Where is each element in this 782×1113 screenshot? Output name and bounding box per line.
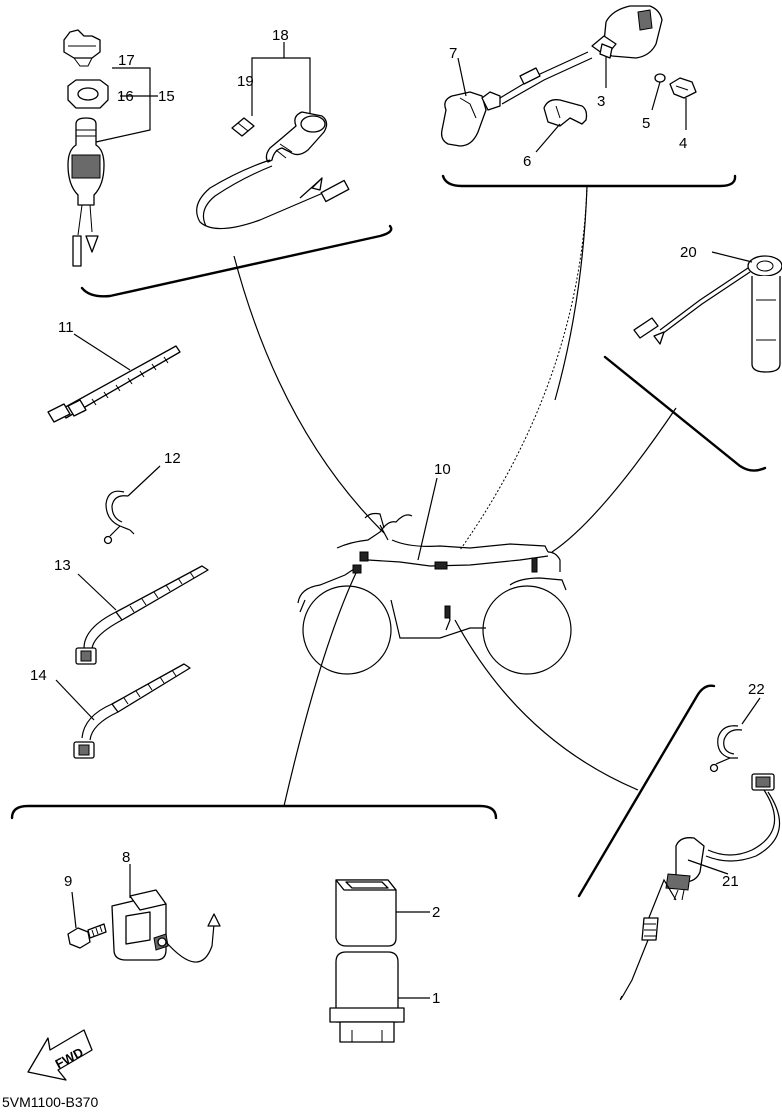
panel-bottom-left-outline [10, 804, 498, 820]
leader-top-right [459, 185, 588, 551]
leader-14 [55, 679, 95, 721]
part-5-washer [654, 73, 666, 83]
leader-right [551, 407, 677, 553]
callout-2: 2 [432, 904, 440, 921]
leader-22 [741, 697, 761, 725]
fwd-arrow-icon: FWD [27, 1029, 93, 1081]
part-2-cover [335, 879, 397, 947]
atv-rear-wheel [482, 585, 572, 675]
part-13-band [75, 565, 209, 665]
part-4-bolt [669, 77, 697, 99]
part-18-cap-lead [196, 111, 350, 230]
bracket-15 [95, 67, 158, 143]
leader-6 [535, 123, 561, 153]
leader-bottom-right [454, 619, 639, 791]
leader-13 [77, 573, 117, 611]
part-8-relay-bracket [111, 889, 221, 963]
callout-12: 12 [164, 450, 181, 467]
callout-8: 8 [122, 849, 130, 866]
callout-7: 7 [449, 45, 457, 62]
callout-18: 18 [272, 27, 289, 44]
part-20-sensor [633, 255, 782, 373]
leader-top-right-solid [554, 185, 588, 401]
leader-item10 [417, 477, 438, 561]
callout-14: 14 [30, 667, 47, 684]
panel-top-right-outline [441, 174, 737, 188]
part-19-bulb [231, 117, 255, 137]
part-11-cable-tie [47, 345, 181, 423]
part-6-clip [543, 99, 588, 127]
callout-9: 9 [64, 873, 72, 890]
callout-17: 17 [118, 52, 135, 69]
panel-right-outline [603, 355, 767, 472]
callout-4: 4 [679, 135, 687, 152]
leader-top-left [233, 255, 385, 534]
leader-5 [651, 81, 661, 111]
callout-21: 21 [722, 873, 739, 890]
callout-19: 19 [237, 73, 254, 90]
leader-bottom-left [283, 572, 357, 807]
callout-6: 6 [523, 153, 531, 170]
leader-9 [71, 891, 77, 929]
atv-vehicle-outline [297, 512, 572, 675]
callout-10: 10 [434, 461, 451, 478]
atv-front-wheel [302, 585, 392, 675]
part-21-sensor-switch [619, 773, 781, 1001]
callout-22: 22 [748, 681, 765, 698]
callout-16: 16 [117, 88, 134, 105]
part-22-clamp [709, 725, 743, 773]
callout-13: 13 [54, 557, 71, 574]
part-14-band [73, 663, 191, 759]
part-3-sensor [591, 5, 663, 59]
leader-20 [711, 251, 753, 263]
part-15-switch-assembly [63, 29, 109, 267]
part-12-clamp [103, 490, 135, 545]
callout-15: 15 [158, 88, 175, 105]
callout-3: 3 [597, 93, 605, 110]
leader-12 [127, 465, 161, 497]
panel-bottom-right-outline [577, 684, 716, 898]
callout-1: 1 [432, 990, 440, 1007]
bracket-18 [251, 42, 311, 114]
leader-21 [687, 859, 729, 875]
callout-11: 11 [58, 319, 74, 336]
panel-top-left-outline [80, 224, 393, 298]
diagram-code: 5VM1100-B370 [2, 1094, 99, 1110]
callout-20: 20 [680, 244, 697, 261]
leader-7 [457, 57, 467, 97]
callout-5: 5 [642, 115, 650, 132]
part-9-bolt [67, 923, 107, 949]
part-1-relay [329, 951, 405, 1043]
leader-11 [73, 333, 131, 371]
part-7-plug-cap [440, 51, 593, 147]
